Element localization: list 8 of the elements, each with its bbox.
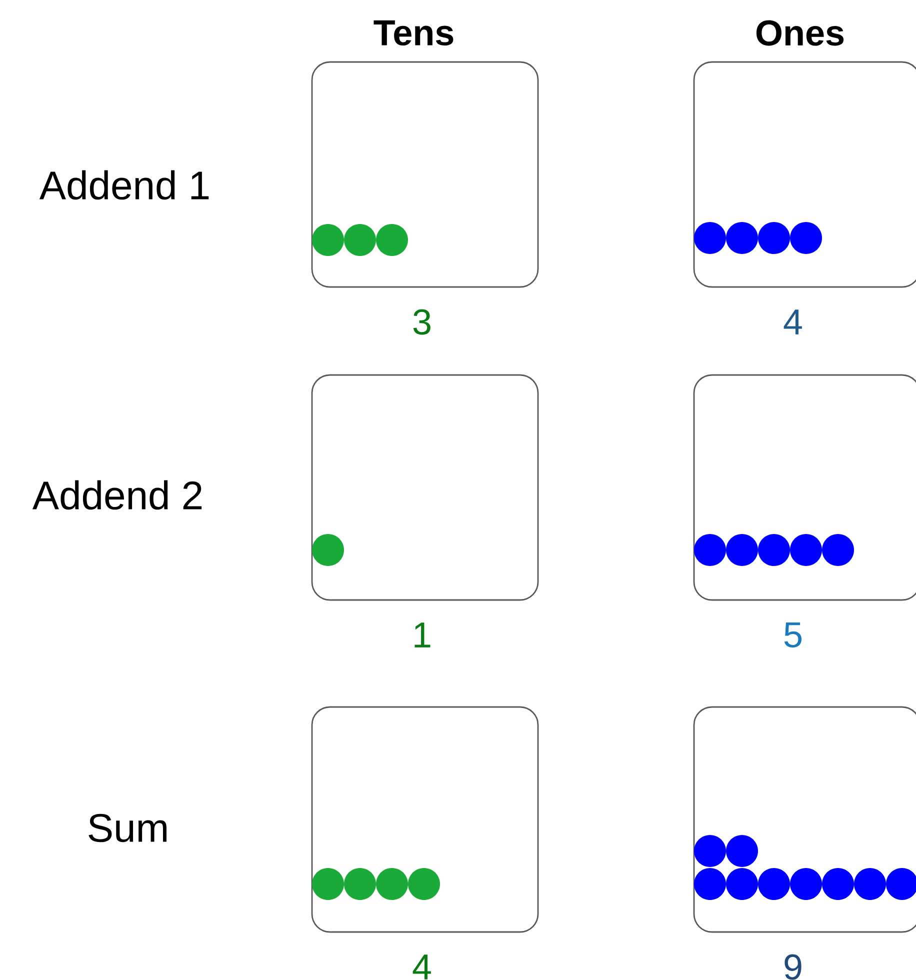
count-number: 4 [412, 954, 431, 980]
count-number: 5 [784, 622, 802, 648]
count-number: 3 [413, 309, 430, 335]
count-number: 4 [784, 310, 802, 334]
count-number: 9 [784, 954, 802, 980]
row-label: Addend 1 [39, 170, 209, 200]
row-label: Sum [88, 814, 166, 842]
count-number: 1 [414, 622, 430, 648]
